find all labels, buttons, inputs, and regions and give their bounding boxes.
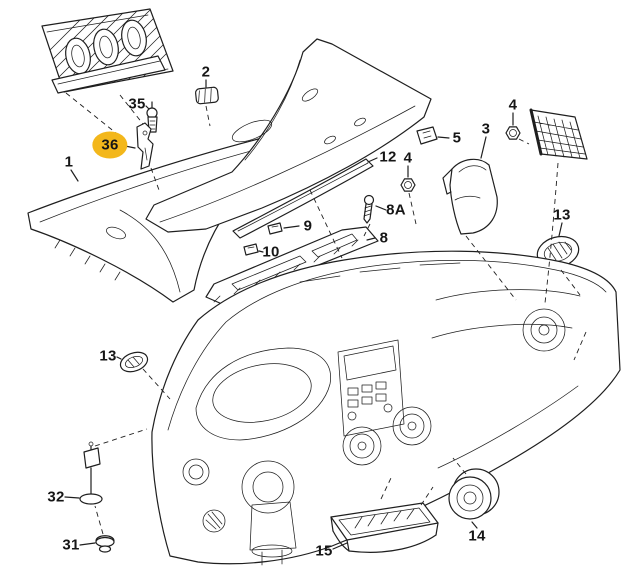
part-10-drawing (243, 243, 259, 256)
part-label-3[interactable]: 3 (481, 120, 491, 138)
part-4-mid-drawing (400, 178, 416, 192)
part-14-drawing (448, 468, 500, 520)
part-36-drawing (136, 122, 154, 170)
part-label-31[interactable]: 31 (62, 536, 80, 554)
part-9-drawing (267, 222, 283, 235)
part-label-8A[interactable]: 8A (386, 201, 406, 219)
part-label-13-right[interactable]: 13 (553, 206, 571, 224)
part-5-drawing (416, 126, 438, 145)
air-grille-drawing (529, 108, 588, 160)
part-label-9[interactable]: 9 (303, 217, 313, 235)
part-label-8[interactable]: 8 (379, 229, 389, 247)
part-13-left-drawing (119, 351, 149, 373)
part-label-12[interactable]: 12 (379, 148, 397, 166)
part-label-15[interactable]: 15 (315, 542, 333, 560)
part-label-2[interactable]: 2 (201, 63, 211, 81)
part-4-right-drawing (505, 126, 521, 140)
part-label-5[interactable]: 5 (452, 129, 462, 147)
inset-detail-view (41, 8, 174, 94)
part-31-drawing (95, 535, 115, 553)
part-label-10[interactable]: 10 (262, 243, 280, 261)
leader-lines (64, 79, 563, 550)
part-label-35[interactable]: 35 (128, 95, 146, 113)
part-8A-drawing (363, 194, 375, 224)
cowl-panel-drawing (145, 38, 432, 233)
part-2-drawing (195, 86, 219, 105)
part-12-drawing (232, 158, 374, 239)
part-label-13-left[interactable]: 13 (99, 347, 117, 365)
part-label-36-highlighted[interactable]: 36 (92, 131, 128, 159)
dashboard-body-drawing (151, 250, 621, 566)
part-label-32[interactable]: 32 (47, 488, 65, 506)
part-label-4-mid[interactable]: 4 (403, 149, 413, 167)
part-label-4-right[interactable]: 4 (508, 96, 518, 114)
part-3-drawing (442, 158, 498, 235)
part-label-14[interactable]: 14 (468, 527, 486, 545)
part-label-1[interactable]: 1 (64, 153, 74, 171)
part-32-drawing (79, 441, 103, 505)
part-15-drawing (330, 502, 439, 553)
